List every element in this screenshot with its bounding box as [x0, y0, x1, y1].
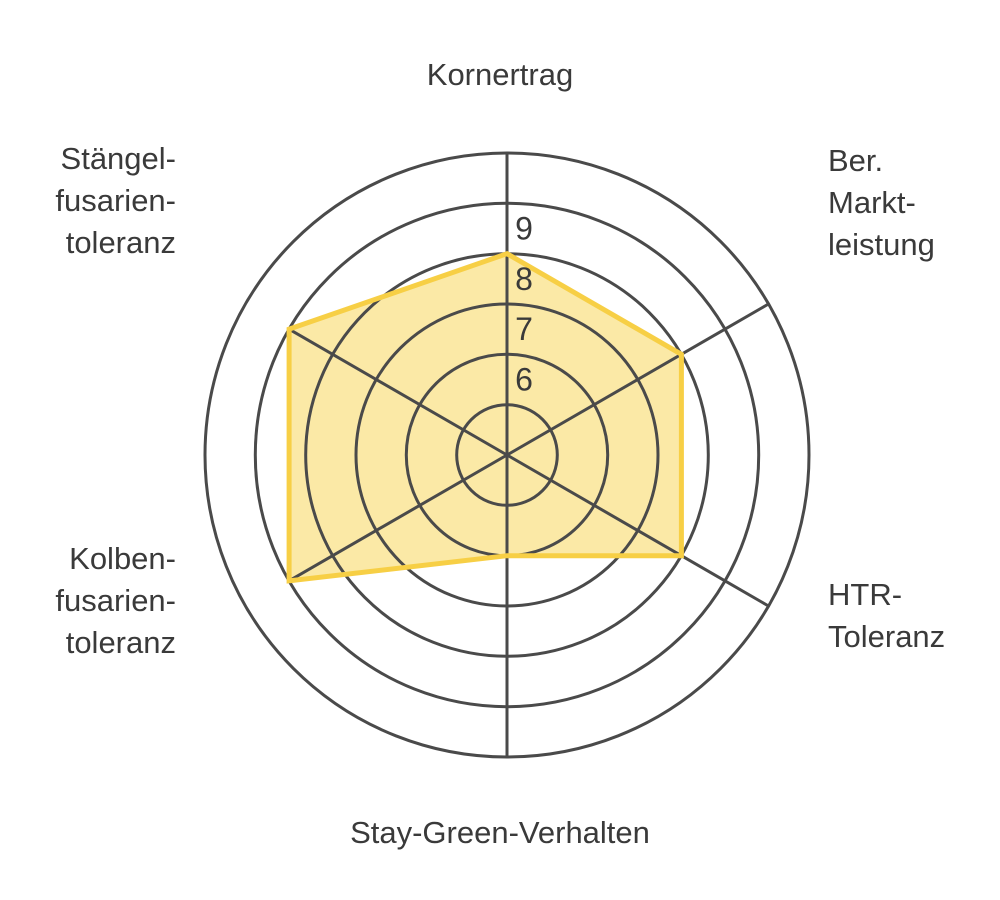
axis-label-htr: HTR- Toleranz — [828, 577, 946, 654]
spoke-staengel — [288, 327, 508, 457]
spoke-htr — [506, 453, 726, 583]
spoke-markt — [506, 327, 726, 457]
spoke-kolben — [288, 453, 508, 583]
scale-label-7: 7 — [515, 311, 533, 347]
axis-label-markt: Ber. Markt- leistung — [828, 143, 935, 262]
data-area — [289, 253, 682, 581]
spoke-outer-markt — [724, 302, 770, 331]
data-outline — [286, 250, 684, 584]
scale-label-6: 6 — [515, 362, 533, 398]
axis-label-staengel: Stängel- fusarien- toleranz — [55, 141, 176, 260]
axis-label-kolben: Kolben- fusarien- toleranz — [55, 541, 176, 660]
axis-label-staygreen: Stay-Green-Verhalten — [350, 815, 650, 850]
axis-label-kornertrag: Kornertrag — [426, 57, 574, 92]
spoke-outer-htr — [724, 579, 770, 608]
scale-label-8: 8 — [515, 261, 533, 297]
scale-label-9: 9 — [515, 211, 533, 247]
